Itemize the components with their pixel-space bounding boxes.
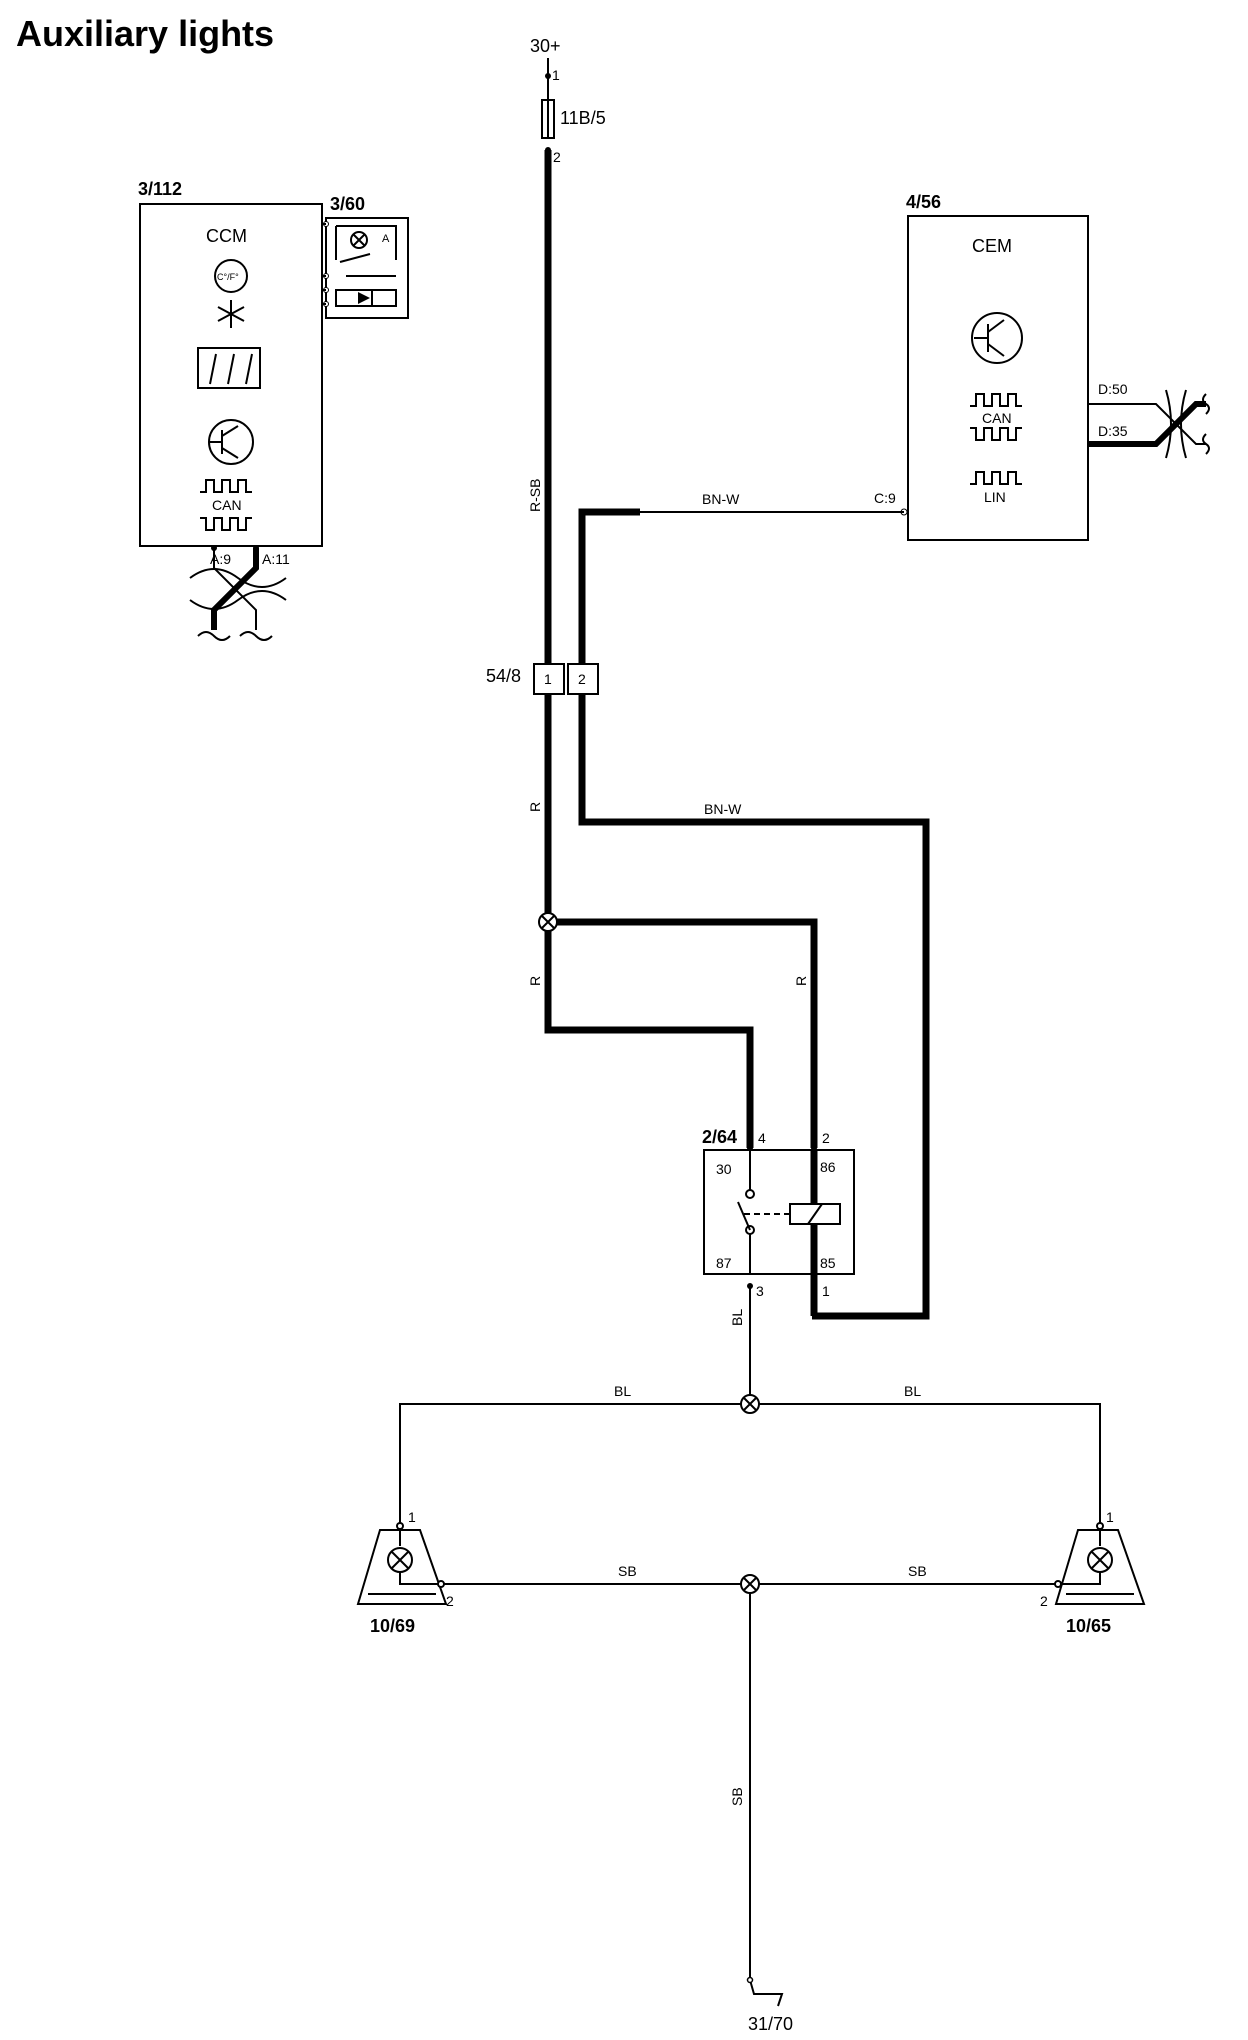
wire-label-r-3: R [793,976,809,986]
ccm-temp-unit: C°/F° [217,272,239,282]
heater-icon [197,347,261,389]
can-signal-icon [970,393,1022,441]
relay-ref: 2/64 [702,1127,737,1147]
relay-terminal-30: 30 [716,1161,732,1177]
wire-r-relay-86 [557,918,818,1148]
relay-pin-3: 3 [756,1283,764,1299]
ccm-can-bus: A:9 A:11 [189,545,290,641]
relay-pin-1: 1 [822,1283,830,1299]
wire-label-bl-relay: BL [729,1309,745,1326]
relay-terminal-86: 86 [820,1159,836,1175]
temperature-icon [214,259,248,293]
lamp-left-pin-1: 1 [408,1509,416,1525]
fuse-pin-1: 1 [552,67,560,83]
ground-icon [746,1976,784,2007]
connector-ref: 54/8 [486,666,521,686]
wire-label-sb-right: SB [908,1563,927,1579]
lamp-left-ref: 10/69 [370,1616,415,1636]
wire-label-bn-w-top: BN-W [702,491,740,507]
cem-module: 4/56 CEM CAN LIN C:9 D:50 D:35 [874,192,1128,541]
fuse-11b5: 1 2 11B/5 [541,58,606,165]
ccm-module: 3/112 CCM C°/F° CAN [138,179,323,547]
lamp-right-ref: 10/65 [1066,1616,1111,1636]
cem-lin-label: LIN [984,489,1006,505]
page-title: Auxiliary lights [16,13,274,54]
switch-panel: 3/60 A [322,194,409,319]
cem-can-bus [1088,389,1210,459]
transistor-icon [208,419,254,465]
lamp-right-pin-1: 1 [1106,1509,1114,1525]
ccm-ref: 3/112 [138,179,182,199]
wire-label-bn-w-mid: BN-W [704,801,742,817]
cem-pin-d50: D:50 [1098,381,1128,397]
relay-2-64: 2/64 4 2 3 1 30 86 87 85 [702,1127,855,1316]
fuse-ref: 11B/5 [560,108,606,128]
ccm-pin-a11: A:11 [262,551,290,567]
cem-can-label: CAN [982,410,1012,426]
wire-label-r-1: R [527,802,543,812]
switch-panel-ref: 3/60 [330,194,365,214]
snowflake-icon [217,300,245,328]
supply-label: 30+ [530,36,561,56]
relay-terminal-85: 85 [820,1255,836,1271]
transistor-icon [971,312,1023,364]
cem-pin-d35: D:35 [1098,423,1128,439]
wire-label-r-2: R [527,976,543,986]
wire-label-bl-right: BL [904,1383,921,1399]
wire-bn-w-relay [578,694,930,1320]
fuse-pin-2: 2 [553,149,561,165]
ccm-can-label: CAN [212,497,242,513]
connector-pin-2: 2 [578,671,586,687]
lamp-left-pin-2: 2 [446,1593,454,1609]
connector-54-8: 54/8 1 2 [486,663,599,695]
wire-label-sb-ground: SB [729,1787,745,1806]
relay-pin-4: 4 [758,1130,766,1146]
wire-label-bl-left: BL [614,1383,631,1399]
connector-pin-1: 1 [544,671,552,687]
switch-panel-letter: A [382,233,390,245]
lamp-right: 1 2 10/65 [1040,1509,1146,1636]
cem-name: CEM [972,236,1012,256]
cem-ref: 4/56 [906,192,941,212]
lamp-left: 1 2 10/69 [356,1509,454,1636]
can-signal-icon [200,479,252,531]
lamp-right-pin-2: 2 [1040,1593,1048,1609]
ccm-pin-a9: A:9 [210,551,231,567]
ccm-name: CCM [206,226,247,246]
wire-bl-left [399,1403,741,1524]
wire-label-sb-left: SB [618,1563,637,1579]
wire-r-relay-30 [544,931,754,1148]
wire-bl-right [759,1403,1101,1524]
wire-bn-w-cem-thick [578,508,640,676]
lin-signal-icon [970,471,1022,485]
relay-pin-2: 2 [822,1130,830,1146]
cem-pin-c9: C:9 [874,490,896,506]
relay-terminal-87: 87 [716,1255,732,1271]
wire-label-r-sb: R-SB [527,479,543,512]
led-icon [358,292,370,304]
ground-label: 31/70 [748,2014,793,2034]
